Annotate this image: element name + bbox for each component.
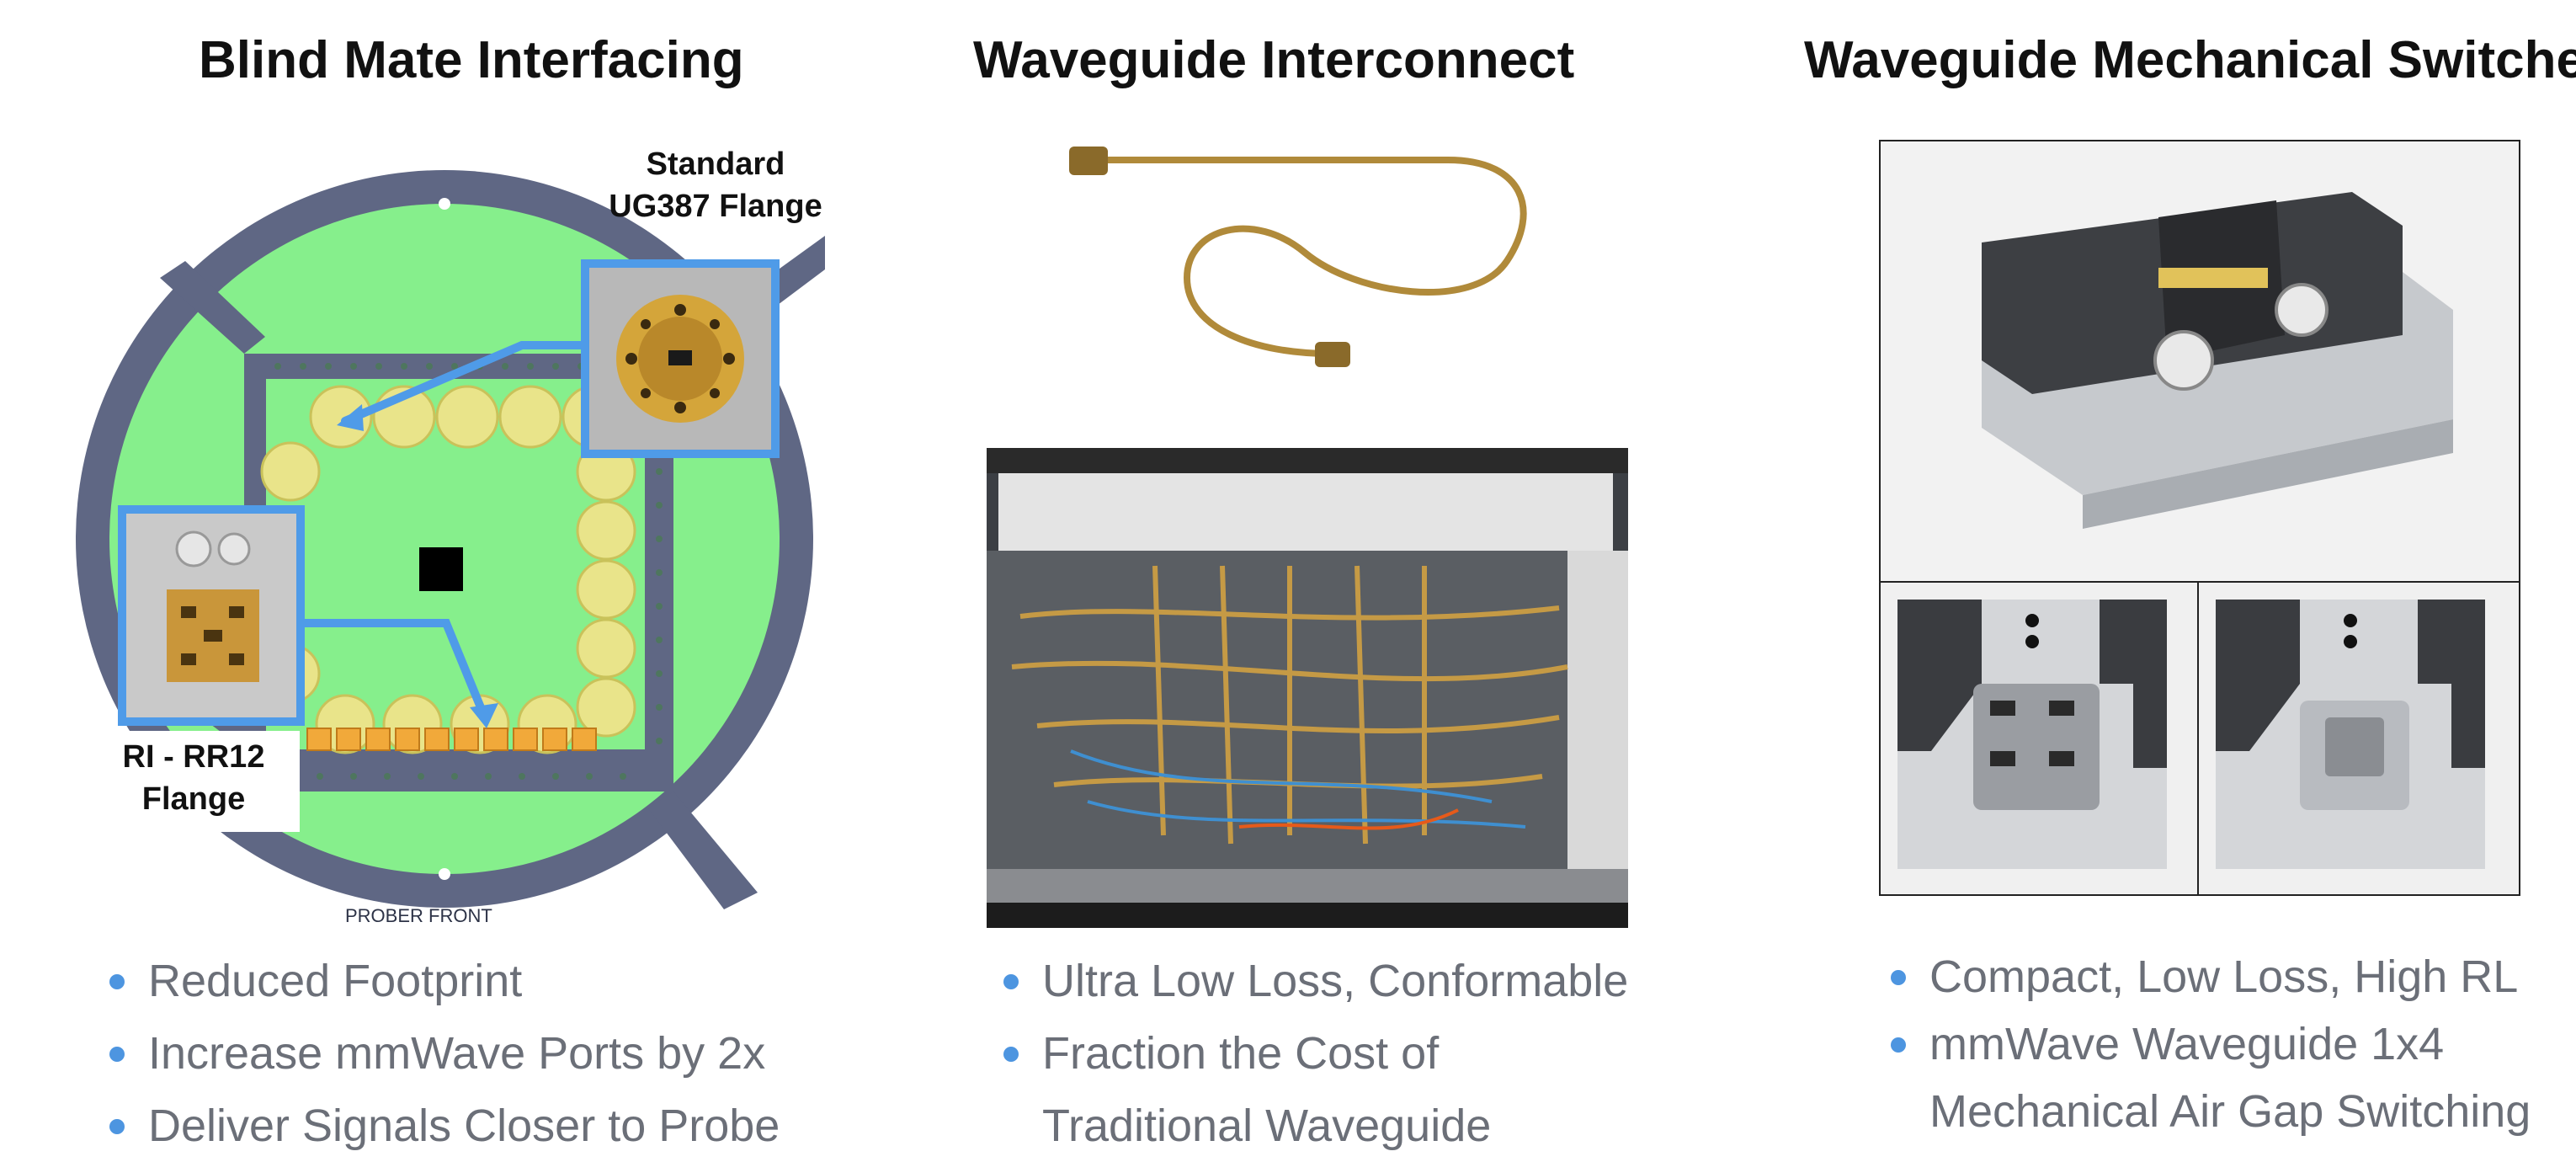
ug387-flange-photo [581, 259, 780, 458]
bullet-item-continuation: Traditional Waveguide [1042, 1101, 1492, 1151]
bullet-item: mmWave Waveguide 1x4 [1886, 1010, 2531, 1078]
bullet-item: Deliver Signals Closer to Probe [104, 1090, 780, 1162]
bullet-dot [1003, 1047, 1019, 1062]
waveguide-rack-photo [987, 448, 1628, 928]
bullet-dot [109, 1047, 125, 1062]
title-waveguide-interconnect: Waveguide Interconnect [973, 31, 1575, 89]
interconnect-bullets: Ultra Low Loss, Conformable Fraction the… [998, 945, 1628, 1162]
flexible-waveguide-photo [1069, 147, 1527, 367]
bullet-dot [109, 974, 125, 989]
bullet-dot [1891, 1037, 1906, 1053]
bullet-item: Compact, Low Loss, High RL [1886, 943, 2531, 1010]
title-blind-mate: Blind Mate Interfacing [199, 31, 744, 89]
switch-assembly-photo [1879, 140, 2520, 583]
rr12-flange-caption: RI - RR12 Flange [122, 739, 265, 817]
bullet-dot [109, 1119, 125, 1134]
bullet-item: Increase mmWave Ports by 2x [104, 1017, 780, 1090]
title-waveguide-switches: Waveguide Mechanical Switches [1804, 31, 2576, 89]
rr12-caption-bg [109, 731, 300, 832]
switch-ports-photo-left [1879, 581, 2202, 896]
switches-bullets: Compact, Low Loss, High RL mmWave Wavegu… [1886, 943, 2531, 1145]
bullet-item: Ultra Low Loss, Conformable [998, 945, 1628, 1017]
blind-mate-bullets: Reduced Footprint Increase mmWave Ports … [104, 945, 780, 1162]
bullet-item: Fraction the Cost of [998, 1017, 1628, 1090]
ug387-flange-caption: Standard UG387 Flange [609, 147, 822, 224]
bullet-dot [1891, 970, 1906, 985]
switch-ports-photo-right [2197, 581, 2520, 896]
rr12-flange-photo [118, 505, 305, 726]
bullet-item-continuation: Mechanical Air Gap Switching [1929, 1086, 2531, 1137]
bullet-item: Reduced Footprint [104, 945, 780, 1017]
board-center-pad [419, 547, 463, 591]
bullet-dot [1003, 974, 1019, 989]
rr12-ports [306, 728, 597, 751]
board-label: PROBER FRONT [345, 905, 492, 926]
